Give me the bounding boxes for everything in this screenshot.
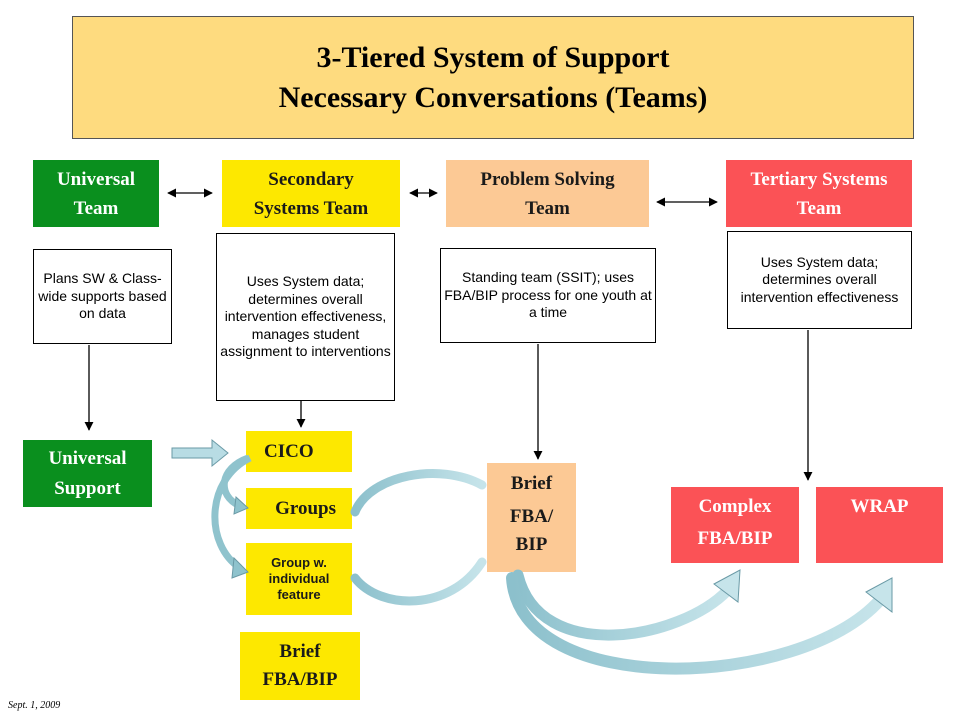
- cico-box: CICO: [246, 431, 352, 472]
- brief-fba-bip-secondary-box: Brief FBA/BIP: [240, 632, 360, 700]
- complex-fba-bip-label: FBA/BIP: [697, 528, 773, 549]
- universal-description: Plans SW & Class-wide supports based on …: [33, 249, 172, 344]
- problem-solving-team-label: Problem Solving Team: [480, 168, 615, 219]
- groups-box: Groups: [246, 488, 352, 529]
- tertiary-team-label: Tertiary Systems Team: [750, 168, 888, 219]
- secondary-description-text: Uses System data; determines overall int…: [220, 273, 391, 360]
- problem-solving-team-box: Problem Solving Team: [446, 160, 649, 227]
- universal-description-text: Plans SW & Class-wide supports based on …: [38, 270, 167, 322]
- cico-to-groups-curved-arrow: [220, 454, 250, 510]
- universal-support-box: Universal Support: [23, 440, 152, 507]
- fba-bip-label: FBA/ BIP: [509, 506, 554, 555]
- groups-label: Groups: [275, 497, 336, 519]
- groups-to-brief-curved-arrow: [350, 469, 487, 517]
- secondary-description: Uses System data; determines overall int…: [216, 233, 395, 401]
- problem-solving-description: Standing team (SSIT); uses FBA/BIP proce…: [440, 248, 656, 343]
- footer-date: Sept. 1, 2009: [8, 700, 61, 711]
- tertiary-description-text: Uses System data; determines overall int…: [740, 253, 899, 305]
- brief-fba-bip-secondary-label: Brief FBA/BIP: [262, 641, 338, 690]
- secondary-team-box: Secondary Systems Team: [222, 160, 400, 227]
- group-individual-to-brief-curved-arrow: [350, 557, 487, 606]
- tertiary-description: Uses System data; determines overall int…: [727, 231, 912, 329]
- group-individual-box: Group w. individual feature: [246, 543, 352, 615]
- title-line-1: 3-Tiered System of Support: [316, 40, 670, 74]
- problem-solving-description-text: Standing team (SSIT); uses FBA/BIP proce…: [444, 269, 652, 321]
- brief-to-wrap-curved-arrow: [506, 572, 886, 675]
- title-line-2: Necessary Conversations (Teams): [278, 80, 708, 114]
- complex-label: Complex: [698, 496, 772, 517]
- complex-fba-bip-box: Complex FBA/BIP: [671, 487, 799, 563]
- universal-to-cico-block-arrow: [171, 438, 229, 468]
- group-individual-label: Group w. individual feature: [268, 555, 330, 602]
- secondary-team-label: Secondary Systems Team: [253, 168, 369, 219]
- universal-team-label: Universal Team: [56, 168, 136, 219]
- universal-support-label: Universal Support: [48, 447, 127, 499]
- brief-to-complex-curved-arrow: [512, 569, 734, 641]
- wrap-label: WRAP: [850, 496, 909, 517]
- cico-to-group-individual-curved-arrow: [211, 454, 252, 571]
- universal-team-box: Universal Team: [33, 160, 159, 227]
- brief-label: Brief: [510, 473, 553, 494]
- brief-fba-bip-problem-solving-box: Brief FBA/ BIP: [487, 463, 576, 572]
- cico-label: CICO: [264, 440, 314, 462]
- title-banner: 3-Tiered System of Support Necessary Con…: [72, 16, 914, 139]
- tertiary-team-box: Tertiary Systems Team: [726, 160, 912, 227]
- wrap-box: WRAP: [816, 487, 943, 563]
